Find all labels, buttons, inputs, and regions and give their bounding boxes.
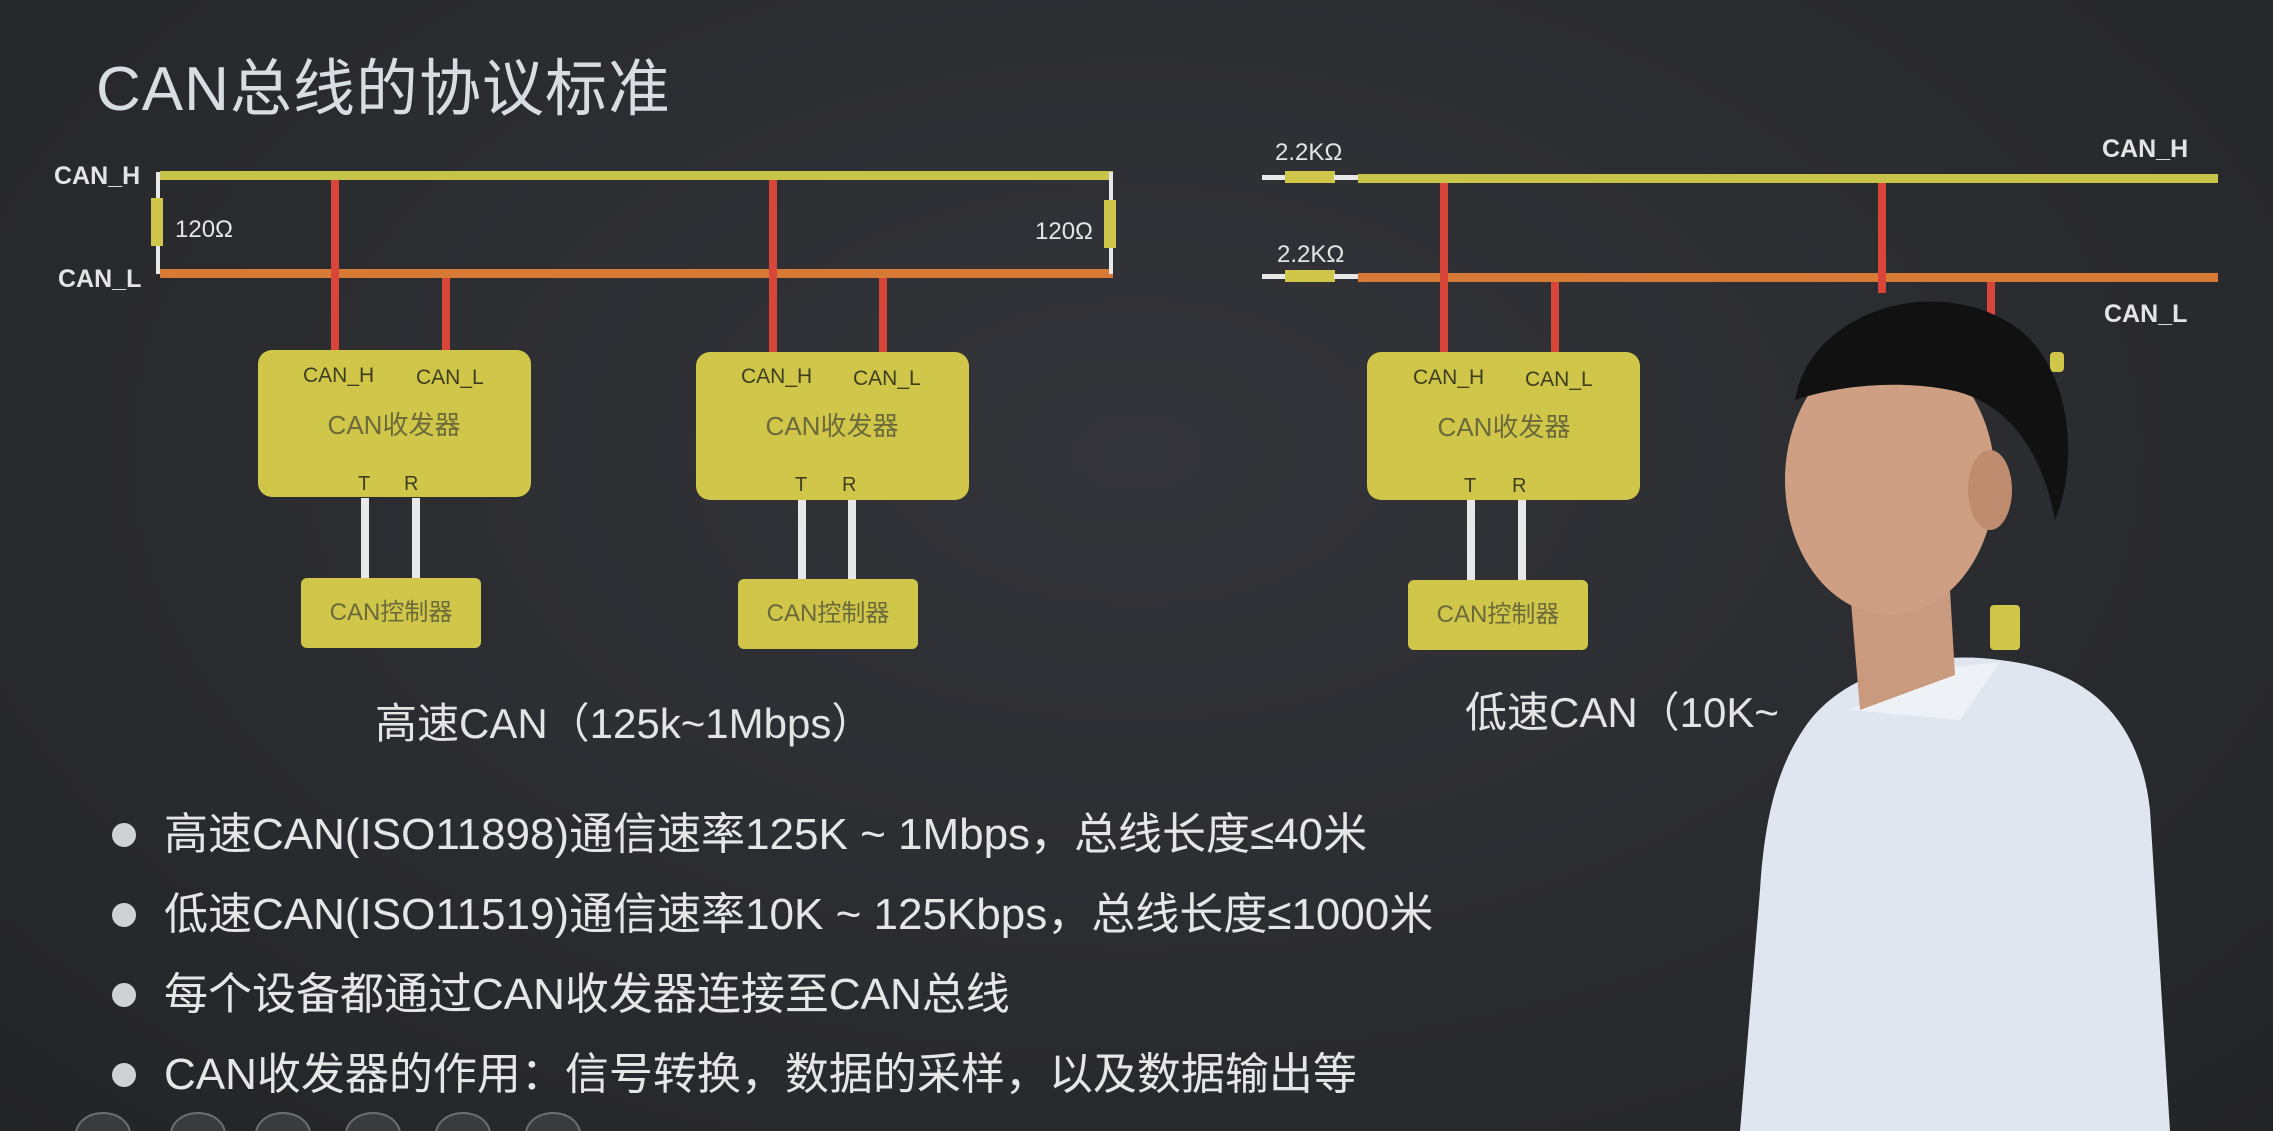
ls-resistor-bottom-wire-b xyxy=(1334,274,1358,279)
ls-node2-controller-edge xyxy=(1990,605,2020,650)
ls-resistor-top-label: 2.2KΩ xyxy=(1275,139,1342,166)
hs-node2-pin-r: R xyxy=(842,474,856,496)
hs-node2-controller-box xyxy=(738,579,918,649)
hs-term-left-wire-bottom xyxy=(156,246,160,274)
bullet-item: CAN收发器的作用：信号转换，数据的采样，以及数据输出等 xyxy=(112,1040,1433,1120)
ls-node1-wire-r xyxy=(1518,500,1526,580)
ls-resistor-top-wire-a xyxy=(1262,175,1286,180)
presenter-shirt xyxy=(1740,657,2170,1131)
hs-resistor-right-label: 120Ω xyxy=(1035,218,1093,245)
presenter-ear xyxy=(1968,450,2012,530)
hs-term-right-wire-top xyxy=(1109,172,1113,200)
bullet-dot-icon xyxy=(112,1063,136,1087)
bullet-item: 高速CAN(ISO11898)通信速率125K ~ 1Mbps，总线长度≤40米 xyxy=(112,800,1433,880)
ls-node1-transceiver-box xyxy=(1367,352,1640,500)
hs-node2-pin-t: T xyxy=(795,474,807,496)
ls-node1-controller-box xyxy=(1408,580,1588,650)
ls-node2-stub-l xyxy=(1987,282,1995,316)
hs-node2-pin-l: CAN_L xyxy=(853,367,921,390)
hs-term-right-wire-bottom xyxy=(1109,248,1113,274)
hs-node1-wire-r xyxy=(412,498,420,578)
hs-node1-wire-t xyxy=(361,498,369,578)
bullet-item: 低速CAN(ISO11519)通信速率10K ~ 125Kbps，总线长度≤10… xyxy=(112,880,1433,960)
hs-node1-pin-h: CAN_H xyxy=(303,364,374,387)
hs-node2-stub-l xyxy=(879,278,887,352)
hs-node2-transceiver-box xyxy=(696,352,969,500)
presenter-neck xyxy=(1850,590,1955,710)
ls-resistor-bottom xyxy=(1285,270,1335,282)
hs-node2-stub-h xyxy=(769,180,777,352)
presenter-figure xyxy=(1740,301,2170,1131)
bullet-dot-icon xyxy=(112,903,136,927)
ls-caption: 低速CAN（10K~ xyxy=(1465,689,1779,736)
high-speed-can-diagram: CAN_H CAN_L 120Ω 120Ω CAN_H CAN_L CAN收发器… xyxy=(54,162,1116,747)
bullet-text: 高速CAN(ISO11898)通信速率125K ~ 1Mbps，总线长度≤40米 xyxy=(164,810,1368,859)
presenter-collar xyxy=(1850,662,2000,720)
ls-node1-stub-h xyxy=(1440,183,1448,353)
hs-node2-wire-t xyxy=(798,500,806,580)
hs-can-h-line xyxy=(160,171,1113,180)
ls-resistor-top xyxy=(1285,171,1335,183)
bullet-dot-icon xyxy=(112,983,136,1007)
ls-can-l-label: CAN_L xyxy=(2104,300,2187,328)
hs-node1-stub-l xyxy=(442,278,450,352)
ls-node2-transceiver-edge xyxy=(2050,352,2064,372)
ls-node1-pin-h: CAN_H xyxy=(1413,366,1484,389)
hs-can-l-label: CAN_L xyxy=(58,265,141,293)
ls-resistor-bottom-wire-a xyxy=(1262,274,1286,279)
hs-resistor-left-label: 120Ω xyxy=(175,216,233,243)
bullet-text: 低速CAN(ISO11519)通信速率10K ~ 125Kbps，总线长度≤10… xyxy=(164,890,1434,939)
ls-can-h-line xyxy=(1358,174,2218,183)
ls-resistor-bottom-label: 2.2KΩ xyxy=(1277,241,1344,268)
ls-node2-stub-h xyxy=(1878,183,1886,293)
hs-node2-controller-label: CAN控制器 xyxy=(767,600,890,627)
bullet-item: 每个设备都通过CAN收发器连接至CAN总线 xyxy=(112,960,1433,1040)
bullet-list: 高速CAN(ISO11898)通信速率125K ~ 1Mbps，总线长度≤40米… xyxy=(112,800,1433,1120)
hs-node1-transceiver-label: CAN收发器 xyxy=(328,410,461,440)
hs-can-l-line xyxy=(160,269,1113,278)
hs-node1-stub-h xyxy=(331,180,339,352)
hs-can-h-label: CAN_H xyxy=(54,162,140,190)
ls-node1-pin-r: R xyxy=(1512,475,1526,497)
hs-node1-pin-l: CAN_L xyxy=(416,366,484,389)
hs-caption: 高速CAN（125k~1Mbps） xyxy=(375,700,873,747)
bullet-text: 每个设备都通过CAN收发器连接至CAN总线 xyxy=(164,970,1010,1019)
ls-resistor-top-wire-b xyxy=(1334,175,1358,180)
hs-node1-pin-t: T xyxy=(358,473,370,495)
ls-node1-controller-label: CAN控制器 xyxy=(1437,601,1560,628)
hs-node1-pin-r: R xyxy=(404,473,418,495)
hs-node1-transceiver-box xyxy=(258,350,531,497)
hs-node2-wire-r xyxy=(848,500,856,580)
ls-node1-stub-l xyxy=(1551,282,1559,353)
ls-node1-pin-l: CAN_L xyxy=(1525,368,1593,391)
bullet-dot-icon xyxy=(112,823,136,847)
ls-node1-transceiver-label: CAN收发器 xyxy=(1438,412,1571,442)
hs-node2-pin-h: CAN_H xyxy=(741,365,812,388)
hs-node2-transceiver-label: CAN收发器 xyxy=(766,411,899,441)
hs-node1-controller-label: CAN控制器 xyxy=(330,599,453,626)
ls-can-h-label: CAN_H xyxy=(2102,135,2188,163)
ls-node1-pin-t: T xyxy=(1464,475,1476,497)
ls-node1-wire-t xyxy=(1467,500,1475,580)
presenter-face xyxy=(1785,345,1995,615)
hs-term-left-wire-top xyxy=(156,172,160,198)
bullet-text: CAN收发器的作用：信号转换，数据的采样，以及数据输出等 xyxy=(164,1050,1357,1099)
hs-resistor-left xyxy=(151,198,163,246)
slide-title: CAN总线的协议标准 xyxy=(96,55,671,124)
hs-node1-controller-box xyxy=(301,578,481,648)
presenter-hair xyxy=(1795,301,2069,520)
hs-resistor-right xyxy=(1104,200,1116,248)
low-speed-can-diagram: 2.2KΩ 2.2KΩ CAN_H CAN_L CAN_H CAN_L CAN收… xyxy=(1262,135,2218,736)
ls-can-l-line xyxy=(1358,273,2218,282)
